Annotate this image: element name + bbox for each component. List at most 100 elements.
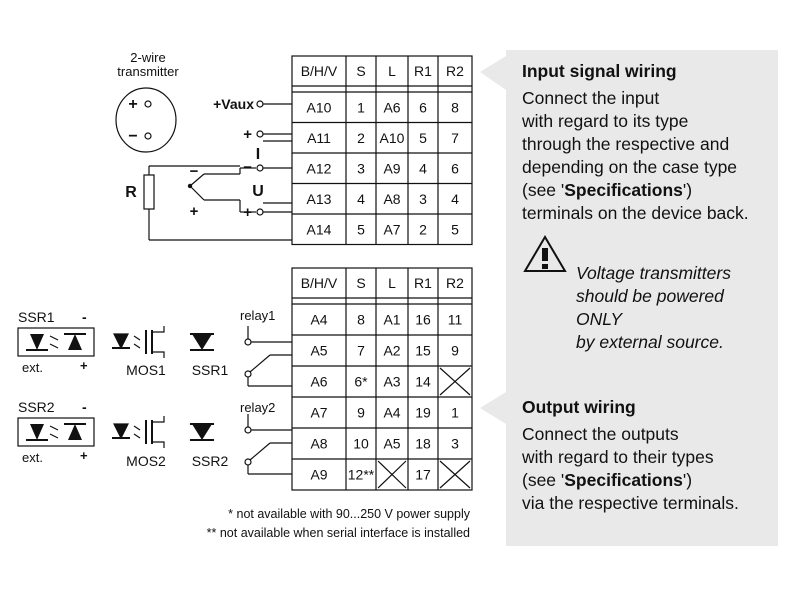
current-symbol: I (256, 146, 260, 163)
ssr2-label: SSR2 (18, 399, 55, 415)
table-cell: 6* (354, 374, 368, 390)
info-panel: Input signal wiring Connect the input wi… (506, 50, 778, 546)
table-cell: 10 (353, 436, 369, 452)
output-pointer-arrow (480, 392, 506, 424)
ssr1-minus: - (82, 309, 87, 325)
table-cell: 8 (451, 99, 459, 115)
input-circuit (115, 87, 292, 241)
input-text-line: through the respective and (522, 134, 730, 154)
output-wiring-section: Output wiring Connect the outputs with r… (522, 396, 739, 515)
table-header-cell: B/H/V (301, 275, 338, 291)
output-text-line: via the respective terminals. (522, 493, 739, 513)
i-minus-label: − (243, 159, 252, 176)
table-cell: A6 (383, 99, 400, 115)
table-cell: 9 (357, 405, 365, 421)
crossed-cell-icon (377, 460, 407, 489)
table-cell: A10 (380, 130, 405, 146)
transmitter-minus: − (128, 128, 137, 145)
table-header-cell: L (388, 275, 396, 291)
footnote-2: ** not available when serial interface i… (207, 526, 470, 540)
mos1-label: MOS1 (126, 362, 166, 378)
table-cell: A4 (310, 312, 327, 328)
ssr2-ext-box (17, 417, 95, 447)
table-cell: A7 (383, 221, 400, 237)
table-cell: 2 (357, 130, 365, 146)
table-header-cell: R2 (446, 275, 464, 291)
ssr1-int-symbol (190, 333, 214, 351)
ssr2-plus: + (80, 448, 88, 463)
ssr2-int-label: SSR2 (192, 453, 229, 469)
warning-line: should be powered (576, 286, 724, 306)
ssr1-plus: + (80, 358, 88, 373)
table-cell: A9 (310, 467, 327, 483)
relay1-label: relay1 (240, 308, 275, 323)
mos2-symbol (112, 416, 165, 448)
table-cell: A5 (383, 436, 400, 452)
table-cell: 3 (451, 436, 459, 452)
input-wiring-section: Input signal wiring Connect the input wi… (522, 60, 749, 225)
ssr1-label: SSR1 (18, 309, 55, 325)
table-cell: 5 (419, 130, 427, 146)
table-header-cell: S (356, 275, 365, 291)
table-cell: 7 (451, 130, 459, 146)
input-text-line: Connect the input (522, 88, 660, 108)
table-header-cell: B/H/V (301, 63, 338, 79)
table-cell: A4 (383, 405, 400, 421)
ssr1-ext-box (17, 327, 95, 357)
table-header-cell: R1 (414, 275, 432, 291)
ssr1-ext-symbol (26, 333, 86, 351)
table-cell: 15 (415, 343, 431, 359)
table-cell: 1 (357, 99, 365, 115)
table-border (291, 267, 473, 491)
table-cell: A3 (383, 374, 400, 390)
transmitter-label-line1: 2-wire (130, 50, 165, 65)
i-plus-label: + (243, 126, 252, 143)
table-cell: A10 (307, 99, 332, 115)
table-cell: 9 (451, 343, 459, 359)
switch-plus: + (190, 203, 199, 220)
ssr2-ext-label: ext. (22, 450, 43, 465)
table-cell: 6 (451, 160, 459, 176)
table-header-cell: L (388, 63, 396, 79)
ssr2-ext-symbol (26, 423, 86, 441)
table-cell: A8 (383, 191, 400, 207)
output-spec-reference: (see 'Specifications') (522, 470, 693, 490)
footnote-1: * not available with 90...250 V power su… (228, 507, 471, 521)
switch-minus: − (190, 163, 199, 180)
warning-line: by external source. (576, 332, 724, 352)
table-cell: 3 (357, 160, 365, 176)
output-wiring-title: Output wiring (522, 397, 636, 417)
relay2-label: relay2 (240, 400, 275, 415)
table-cell: A13 (307, 191, 332, 207)
ssr2-minus: - (82, 399, 87, 415)
table-cell: A12 (307, 160, 332, 176)
table-cell: 5 (451, 221, 459, 237)
table-cell: 4 (451, 191, 459, 207)
voltage-symbol: U (252, 183, 264, 200)
input-wiring-title: Input signal wiring (522, 61, 677, 81)
resistor-label: R (125, 184, 137, 201)
table-cell: 5 (357, 221, 365, 237)
table-cell: 14 (415, 374, 431, 390)
table-header-cell: R2 (446, 63, 464, 79)
table-cell: A14 (307, 221, 332, 237)
table-border (291, 55, 473, 246)
table-cell: 1 (451, 405, 459, 421)
table-cell: A5 (310, 343, 327, 359)
transmitter-label-line2: transmitter (117, 64, 179, 79)
warning-line: Voltage transmitters (576, 263, 731, 283)
ssr1-ext-label: ext. (22, 360, 43, 375)
table-cell: 11 (448, 312, 463, 328)
table-cell: 18 (415, 436, 431, 452)
u-plus-label: + (243, 204, 252, 221)
input-text-line: depending on the case type (522, 157, 738, 177)
table-cell: A2 (383, 343, 400, 359)
table-cell: 17 (415, 467, 431, 483)
input-spec-link: Specifications (564, 180, 683, 200)
table-cell: 16 (415, 312, 431, 328)
resistor-symbol (143, 174, 155, 210)
output-text-line: Connect the outputs (522, 424, 679, 444)
